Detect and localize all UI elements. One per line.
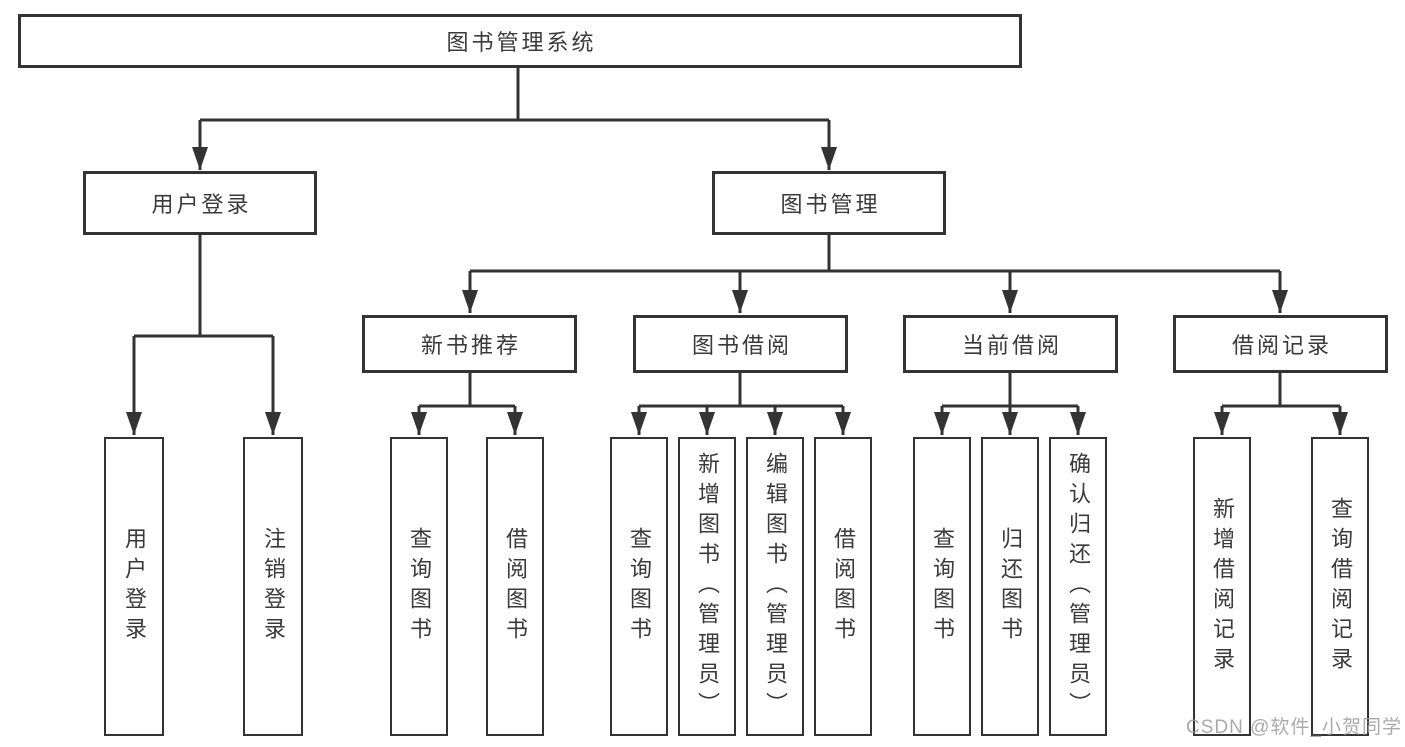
node-borrowing-records: 借阅记录 xyxy=(1173,315,1388,373)
node-borrow-books-recommend: 借阅图书 xyxy=(486,437,544,736)
node-book-management: 图书管理 xyxy=(712,171,946,235)
node-new-book-recommend: 新书推荐 xyxy=(362,315,577,373)
node-edit-books-admin: 编辑图书（管理员） xyxy=(746,437,804,736)
node-label: 借阅图书 xyxy=(831,526,856,647)
node-label: 新增图书（管理员） xyxy=(695,451,720,722)
node-label: 注销登录 xyxy=(261,526,286,647)
connector-new-book-split xyxy=(419,373,515,408)
node-label: 用户登录 xyxy=(151,192,252,217)
node-logout: 注销登录 xyxy=(243,437,303,736)
node-return-books: 归还图书 xyxy=(981,437,1039,736)
node-label: 借阅记录 xyxy=(1231,333,1332,358)
connector-user-login-split xyxy=(134,235,273,338)
node-add-books-admin: 新增图书（管理员） xyxy=(678,437,736,736)
node-query-borrow-record: 查询借阅记录 xyxy=(1311,437,1369,736)
node-query-books-recommend: 查询图书 xyxy=(390,437,448,736)
node-label: 确认归还（管理员） xyxy=(1066,451,1091,722)
node-label: 图书管理系统 xyxy=(446,30,597,55)
node-book-borrowing: 图书借阅 xyxy=(633,315,848,373)
node-query-books-borrowing: 查询图书 xyxy=(610,437,668,736)
node-label: 查询图书 xyxy=(930,526,955,647)
connector-book-management-split xyxy=(470,235,1280,273)
connector-book-borrowing-split xyxy=(639,373,843,408)
node-label: 查询图书 xyxy=(407,526,432,647)
node-library-management-system: 图书管理系统 xyxy=(18,14,1022,68)
connector-current-borrowing-split xyxy=(942,373,1078,408)
node-user-login-leaf: 用户登录 xyxy=(104,437,164,736)
node-label: 新书推荐 xyxy=(420,333,521,358)
node-label: 借阅图书 xyxy=(503,526,528,647)
node-label: 图书管理 xyxy=(780,192,881,217)
node-current-borrowing: 当前借阅 xyxy=(903,315,1118,373)
node-label: 编辑图书（管理员） xyxy=(763,451,788,722)
node-query-books-current: 查询图书 xyxy=(913,437,971,736)
node-label: 新增借阅记录 xyxy=(1210,496,1235,677)
node-confirm-return-admin: 确认归还（管理员） xyxy=(1049,437,1107,736)
csdn-watermark: CSDN @软件_小贺同学 xyxy=(1186,717,1402,738)
node-label: 图书借阅 xyxy=(691,333,792,358)
connector-borrowing-records-split xyxy=(1222,373,1340,408)
node-label: 查询图书 xyxy=(627,526,652,647)
node-label: 当前借阅 xyxy=(961,333,1062,358)
node-user-login: 用户登录 xyxy=(83,171,317,235)
node-label: 用户登录 xyxy=(122,526,147,647)
node-add-borrow-record: 新增借阅记录 xyxy=(1193,437,1251,736)
node-borrow-books-borrowing: 借阅图书 xyxy=(814,437,872,736)
node-label: 归还图书 xyxy=(998,526,1023,647)
node-label: 查询借阅记录 xyxy=(1328,496,1353,677)
connector-root-split xyxy=(200,68,829,122)
